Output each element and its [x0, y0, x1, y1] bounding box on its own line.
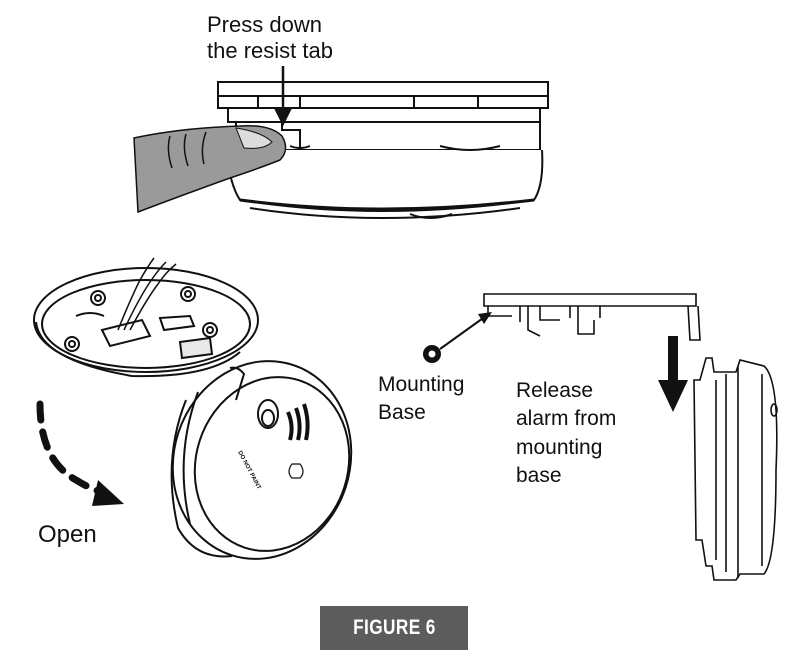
mounting-base-label-line1: Mounting: [378, 373, 465, 396]
alarm-body-illustration: [170, 360, 353, 560]
mounting-base-pointer: [423, 312, 492, 363]
press-label-line1: Press down: [207, 12, 322, 37]
release-label-line1: Release: [516, 379, 594, 402]
mounting-plate-illustration: [33, 257, 259, 378]
press-label-line2: the resist tab: [207, 38, 333, 63]
figure-caption-badge: FIGURE 6: [320, 606, 468, 650]
side-view-illustration: [483, 293, 778, 581]
figure-caption-text: FIGURE 6: [352, 616, 436, 639]
release-down-arrow: [658, 336, 688, 412]
mounting-base-label-line2: Base: [378, 401, 426, 424]
open-dashed-arrow: [36, 400, 124, 506]
finger-illustration: [133, 124, 287, 214]
release-label-line4: base: [516, 464, 562, 487]
release-label-line3: mounting: [516, 436, 603, 459]
open-label: Open: [38, 521, 97, 548]
top-alarm-illustration: [217, 66, 549, 219]
release-label-line2: alarm from: [516, 407, 617, 430]
